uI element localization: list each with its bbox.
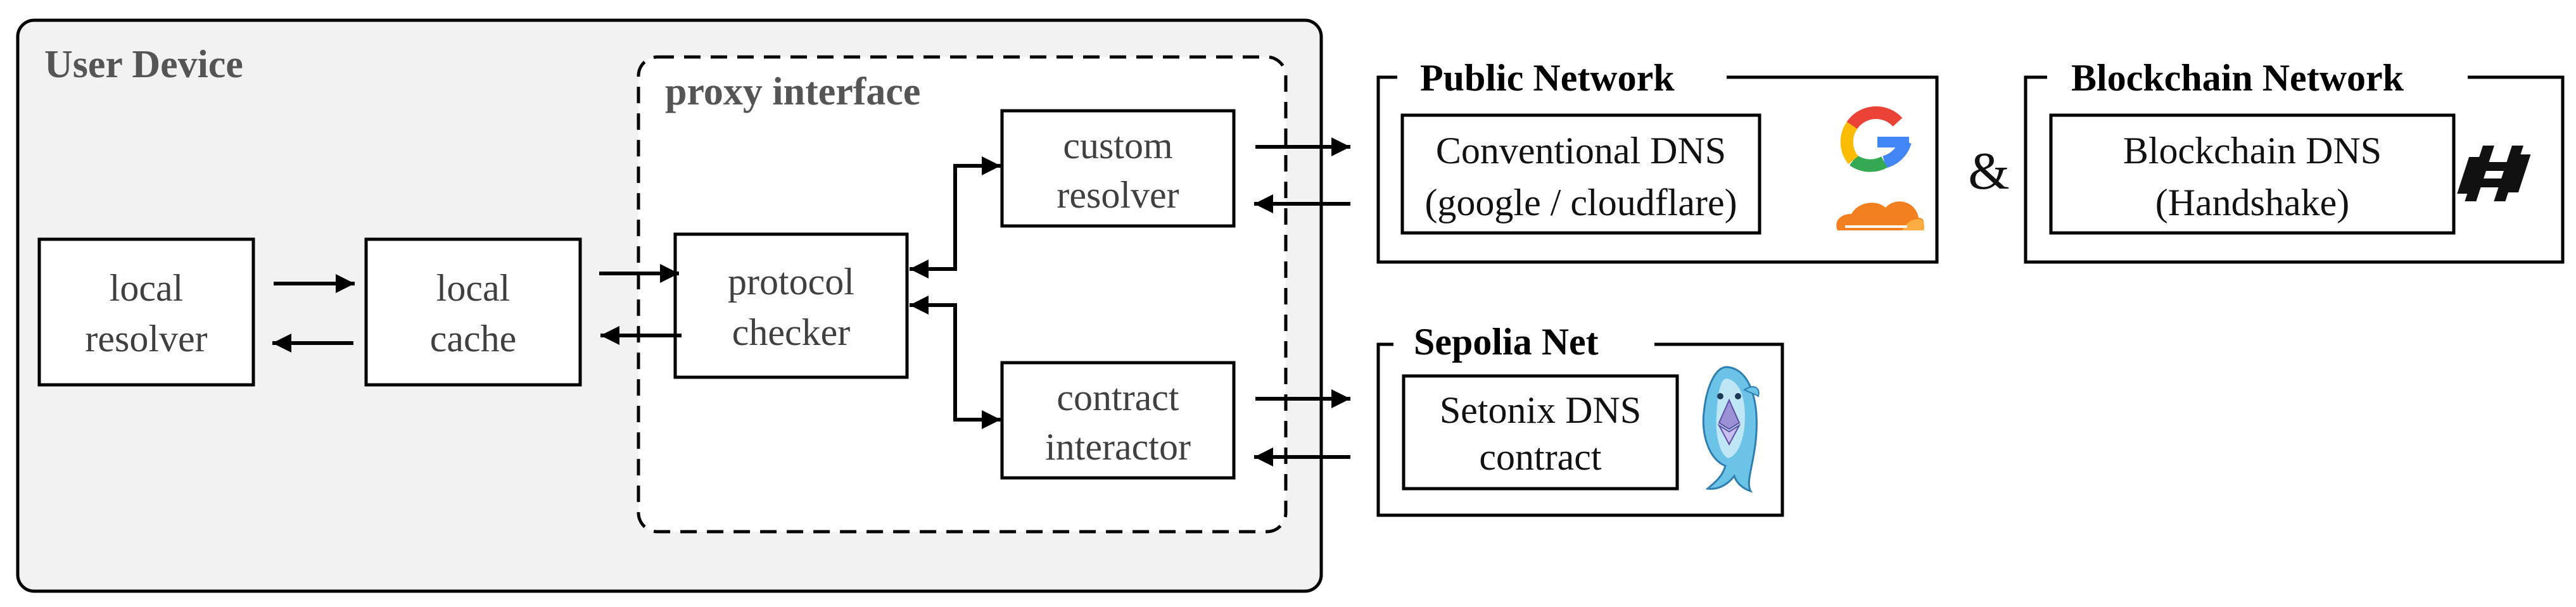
local-resolver-box	[37, 237, 255, 387]
local-resolver-label-line1: local	[110, 267, 184, 309]
local-cache-label-line2: cache	[430, 318, 517, 360]
protocol-checker-label-line2: checker	[732, 311, 851, 353]
sepolia-net-title: Sepolia Net	[1414, 321, 1599, 363]
contract-interactor-label-line2: interactor	[1045, 426, 1191, 468]
handshake-icon	[2457, 146, 2531, 201]
blockchain-network-title-backdrop	[2047, 39, 2468, 100]
public-network-group: Public Network Conventional DNS (google …	[1376, 39, 1939, 264]
blockchain-dns-box	[2049, 113, 2456, 235]
cloudflare-icon	[1836, 201, 1925, 230]
blockchain-network-title: Blockchain Network	[2071, 57, 2404, 99]
blockchain-dns-label-line1: Blockchain DNS	[2123, 130, 2382, 172]
proxy-interface-title: proxy interface	[665, 70, 920, 113]
arrows-group	[272, 137, 1350, 466]
local-cache-label-line1: local	[436, 267, 511, 309]
setonix-contract-label-line2: contract	[1479, 436, 1602, 478]
user-device-title: User Device	[44, 43, 243, 86]
sepolia-net-title-backdrop	[1393, 300, 1654, 367]
google-icon	[1840, 106, 1912, 172]
local-cache-box	[364, 237, 582, 387]
arrow-checker-contract-interactor	[910, 296, 1001, 429]
contract-interactor-label-line1: contract	[1056, 377, 1179, 418]
sepolia-net-group: Sepolia Net Setonix DNS contract	[1376, 300, 1784, 517]
conventional-dns-label-line2: (google / cloudflare)	[1424, 182, 1737, 223]
public-network-title-backdrop	[1397, 39, 1727, 100]
public-network-title: Public Network	[1420, 57, 1675, 99]
setonix-contract-label-line1: Setonix DNS	[1440, 389, 1641, 431]
protocol-checker-label-line1: protocol	[728, 261, 854, 303]
custom-resolver-box	[1000, 109, 1236, 228]
arrow-checker-custom-resolver	[910, 156, 1001, 278]
dolphin-mascot-icon	[1702, 366, 1760, 493]
and-connector: &	[1968, 142, 2009, 201]
local-resolver-label-line2: resolver	[85, 318, 207, 360]
blockchain-dns-label-line2: (Handshake)	[2155, 182, 2350, 223]
contract-interactor-box	[1000, 361, 1236, 480]
custom-resolver-label-line2: resolver	[1056, 174, 1179, 216]
protocol-checker-box	[673, 232, 909, 379]
user-device-group: User Device proxy interface local resolv…	[16, 18, 1323, 593]
conventional-dns-box	[1400, 113, 1761, 235]
custom-resolver-label-line1: custom	[1063, 125, 1172, 166]
conventional-dns-label-line1: Conventional DNS	[1436, 130, 1726, 172]
blockchain-network-group: Blockchain Network Blockchain DNS (Hands…	[2024, 39, 2565, 264]
setonix-contract-box	[1402, 374, 1679, 491]
